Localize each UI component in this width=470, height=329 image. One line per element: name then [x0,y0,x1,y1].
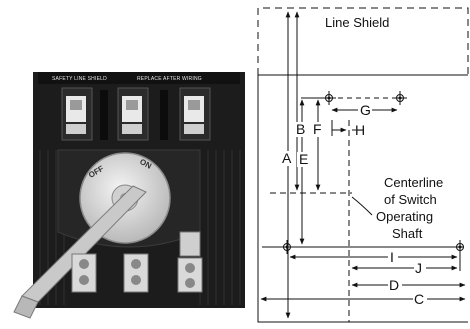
centerline-leader [351,196,373,216]
dim-a-label: A [282,150,292,166]
strip-label-left: SAFETY LINE SHIELD [52,76,107,82]
line-shield-outline [257,7,469,75]
switch-photo: SAFETY LINE SHIELD REPLACE AFTER WIRING … [13,72,245,319]
dim-f-label: F [313,121,322,137]
divider-left [100,90,108,140]
line-shield-strip [38,72,240,84]
handle-tip [13,295,39,319]
line-terminals [61,87,211,141]
dim-j-label: J [415,260,422,276]
top-hole-left [322,91,336,105]
dim-e-label: E [299,151,308,167]
load-terminals [71,231,203,293]
dim-c-label: C [414,291,424,307]
dim-d-label: D [389,277,399,293]
base-ribs [39,150,241,305]
strip-label-right: REPLACE AFTER WIRING [137,76,202,82]
dim-h-label: H [355,122,365,138]
dim-b-label: B [296,121,305,137]
dim-g-label: G [360,102,371,118]
top-hole-right [393,91,407,105]
dimension-labels: A B C D E F G H I J Line Shield Centerli… [280,15,443,307]
centerline-label-4: Shaft [392,226,423,241]
divider-right [160,90,168,140]
centerline-label-3: Operating [376,209,433,224]
line-shield-label: Line Shield [325,15,389,30]
centerline-label-2: of Switch [384,192,437,207]
switch-outline [257,74,468,323]
bottom-hole-left [262,240,464,254]
centerline-label-1: Centerline [384,175,443,190]
dim-i-label: I [390,249,394,265]
